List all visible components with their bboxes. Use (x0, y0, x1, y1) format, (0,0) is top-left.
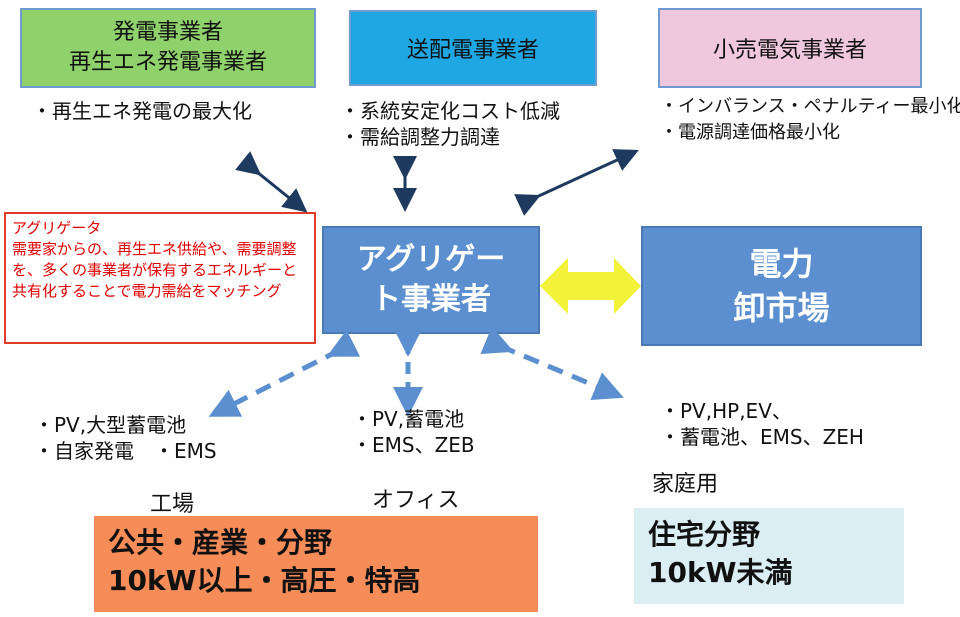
factory-equipment: ・PV,大型蓄電池 ・自家発電 ・EMS (34, 412, 217, 464)
generator-aggregator-arrow (235, 151, 308, 213)
retail-goal: ・電源調達価格最小化 (660, 122, 840, 143)
generator-goal: ・再生エネ発電の最大化 (32, 99, 252, 123)
note-title: アグリゲータ (12, 219, 102, 237)
aggregator-title: ト事業者 (371, 282, 491, 317)
retail-title: 小売電気事業者 (712, 38, 867, 63)
retail-goals: ・インバランス・ペナルティー最小化 ・電源調達価格最小化 (660, 94, 960, 146)
generator-title: 発電事業者 (112, 20, 223, 45)
aggregator-title: アグリゲー (356, 242, 506, 277)
public-industrial-sector: 公共・産業・分野 10kW以上・高圧・特高 (94, 516, 538, 612)
residential-sector-title: 住宅分野 (648, 518, 761, 551)
transmission-goals: ・系統安定化コスト低減 ・需給調整力調達 (340, 98, 560, 150)
home-equipment: ・PV,HP,EV、 ・蓄電池、EMS、ZEH (660, 398, 864, 450)
office-item: ・EMS、ZEB (352, 433, 475, 457)
office-equipment: ・PV,蓄電池 ・EMS、ZEB (352, 406, 475, 458)
home-arrow (480, 326, 624, 401)
factory-item: ・自家発電 ・EMS (34, 439, 217, 463)
public-sector-capacity: 10kW以上・高圧・特高 (108, 564, 421, 597)
generator-box: 発電事業者 再生エネ発電事業者 (20, 8, 316, 88)
public-sector-title: 公共・産業・分野 (108, 526, 333, 559)
market-title: 卸市場 (733, 289, 830, 327)
retail-goal: ・インバランス・ペナルティー最小化 (660, 96, 960, 117)
transmission-goal: ・需給調整力調達 (340, 125, 500, 149)
transmission-box: 送配電事業者 (349, 10, 597, 86)
factory-arrow (208, 329, 361, 417)
retail-box: 小売電気事業者 (658, 8, 922, 88)
home-label: 家庭用 (652, 472, 719, 497)
note-text: 需要家からの、再生エネ供給や、需要調整を、多くの事業者が保有するエネルギーと共有… (12, 240, 298, 300)
market-box: 電力 卸市場 (641, 226, 922, 346)
market-title: 電力 (749, 245, 814, 283)
generator-subtitle: 再生エネ発電事業者 (68, 50, 267, 75)
home-item: ・蓄電池、EMS、ZEH (660, 425, 864, 449)
aggregator-market-double-arrow (540, 258, 641, 314)
generator-goals: ・再生エネ発電の最大化 (32, 98, 252, 124)
aggregator-box: アグリゲー ト事業者 (322, 226, 540, 334)
transmission-title: 送配電事業者 (406, 38, 539, 63)
aggregator-note: アグリゲータ 需要家からの、再生エネ供給や、需要調整を、多くの事業者が保有するエ… (4, 212, 316, 344)
office-label: オフィス (372, 488, 460, 513)
transmission-goal: ・系統安定化コスト低減 (340, 99, 560, 123)
factory-label: 工場 (150, 492, 195, 517)
factory-item: ・PV,大型蓄電池 (34, 413, 187, 437)
residential-sector-capacity: 10kW未満 (648, 556, 793, 589)
residential-sector: 住宅分野 10kW未満 (634, 508, 904, 604)
office-item: ・PV,蓄電池 (352, 407, 465, 431)
retail-aggregator-arrow (514, 149, 639, 216)
home-item: ・PV,HP,EV、 (660, 399, 792, 423)
